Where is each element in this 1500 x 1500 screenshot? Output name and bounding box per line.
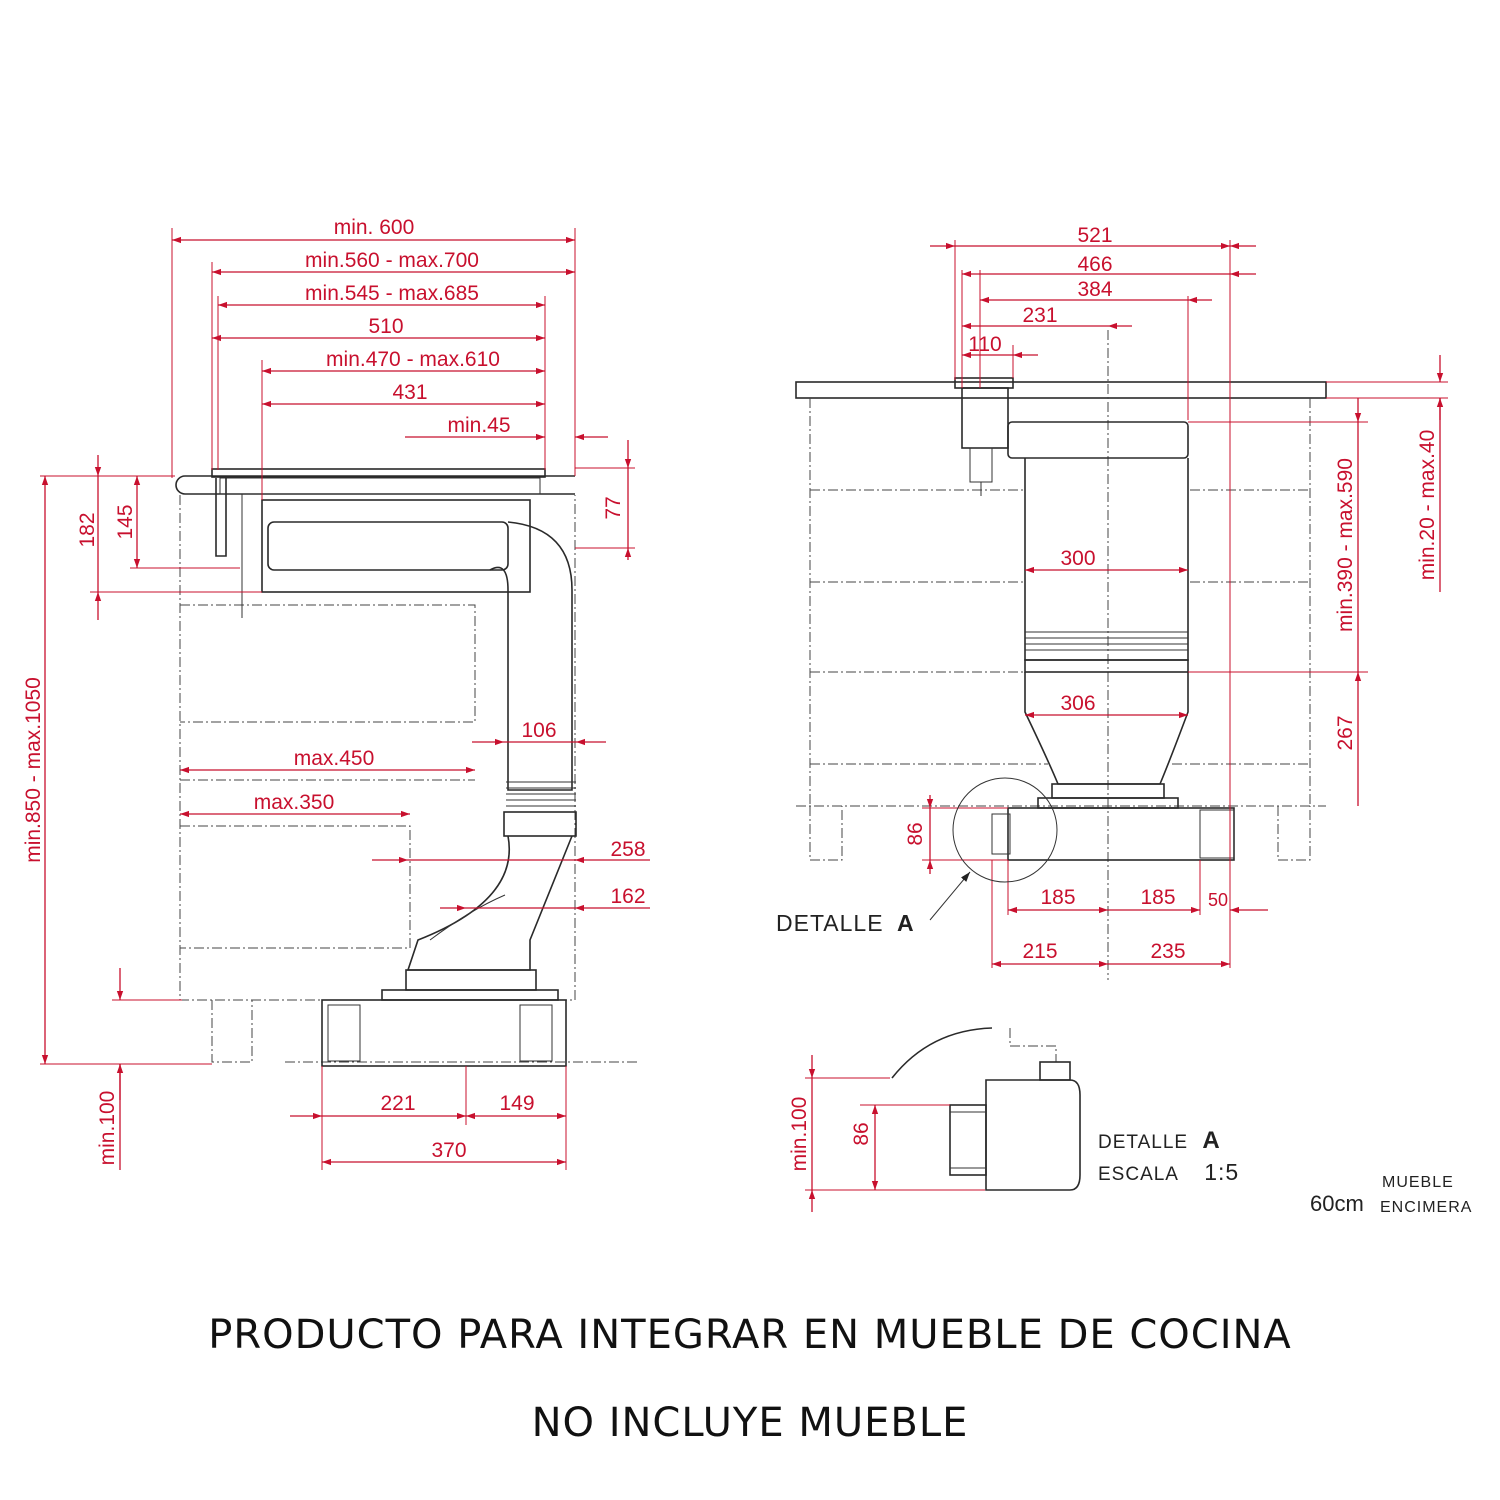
dim-185-left: 185 — [1040, 886, 1075, 909]
dim-20-40: min.20 - max.40 — [1416, 430, 1439, 581]
detail-scale: ESCALA 1:5 — [1098, 1159, 1239, 1185]
dim-258: 258 — [610, 838, 645, 861]
detail-title: DETALLE A — [1098, 1127, 1221, 1154]
dim-431: 431 — [392, 381, 427, 404]
dim-215: 215 — [1022, 940, 1057, 963]
legend-mueble: MUEBLE — [1382, 1174, 1454, 1191]
dim-110: 110 — [968, 333, 1001, 356]
dim-470-610: min.470 - max.610 — [326, 348, 500, 371]
dim-max350: max.350 — [254, 791, 335, 814]
dim-235: 235 — [1150, 940, 1185, 963]
side-dimension-labels: min. 600 min.560 - max.700 min.545 - max… — [22, 216, 646, 1165]
detail-dim-86: 86 — [850, 1122, 873, 1145]
dim-510: 510 — [368, 315, 403, 338]
dim-384: 384 — [1077, 278, 1112, 301]
side-hood-duct — [261, 499, 577, 1067]
legend: 60cm MUEBLE ENCIMERA — [1310, 1174, 1472, 1216]
dim-185-right: 185 — [1140, 886, 1175, 909]
dim-306: 306 — [1060, 692, 1095, 715]
front-dimensions — [922, 240, 1448, 968]
dim-231: 231 — [1022, 304, 1057, 327]
front-cabinet — [795, 330, 1327, 980]
detail-a-circle — [952, 777, 1058, 883]
dim-77: 77 — [602, 496, 625, 519]
front-hood — [954, 377, 1235, 861]
dim-86-front: 86 — [904, 822, 927, 845]
dim-466: 466 — [1077, 253, 1112, 276]
dim-106: 106 — [521, 719, 556, 742]
dim-221: 221 — [380, 1092, 415, 1115]
caption-line-1: PRODUCTO PARA INTEGRAR EN MUEBLE DE COCI… — [208, 1312, 1292, 1358]
front-view: 521 466 384 231 110 300 306 min.390 - ma… — [776, 224, 1448, 980]
dim-390-590: min.390 - max.590 — [1334, 458, 1357, 632]
dim-370: 370 — [431, 1139, 466, 1162]
dim-162: 162 — [610, 885, 645, 908]
dim-521: 521 — [1077, 224, 1112, 247]
dim-149: 149 — [499, 1092, 534, 1115]
side-view: min. 600 min.560 - max.700 min.545 - max… — [22, 216, 650, 1170]
dim-182: 182 — [76, 512, 99, 547]
dim-max450: max.450 — [294, 747, 375, 770]
dim-300: 300 — [1060, 547, 1095, 570]
dim-min100-left: min.100 — [96, 1091, 119, 1166]
detail-callout-label: DETALLE A — [776, 910, 915, 936]
dim-560-700: min.560 - max.700 — [305, 249, 479, 272]
dim-267: 267 — [1334, 715, 1357, 750]
dim-145: 145 — [114, 504, 137, 539]
dim-min45: min.45 — [447, 414, 510, 437]
legend-encimera: ENCIMERA — [1380, 1199, 1472, 1216]
dim-850-1050: min.850 - max.1050 — [22, 677, 45, 863]
side-dimensions — [40, 228, 650, 1170]
dim-545-685: min.545 - max.685 — [305, 282, 479, 305]
dim-min600: min. 600 — [334, 216, 415, 239]
front-dimension-labels: 521 466 384 231 110 300 306 min.390 - ma… — [776, 224, 1439, 963]
detail-dim-min100: min.100 — [788, 1097, 811, 1172]
detail-a-view: min.100 86 DETALLE A ESCALA 1:5 — [788, 1027, 1239, 1212]
legend-size: 60cm — [1310, 1191, 1364, 1216]
dim-50: 50 — [1208, 890, 1228, 910]
caption-line-2: NO INCLUYE MUEBLE — [531, 1400, 969, 1446]
side-worktop — [175, 468, 575, 618]
